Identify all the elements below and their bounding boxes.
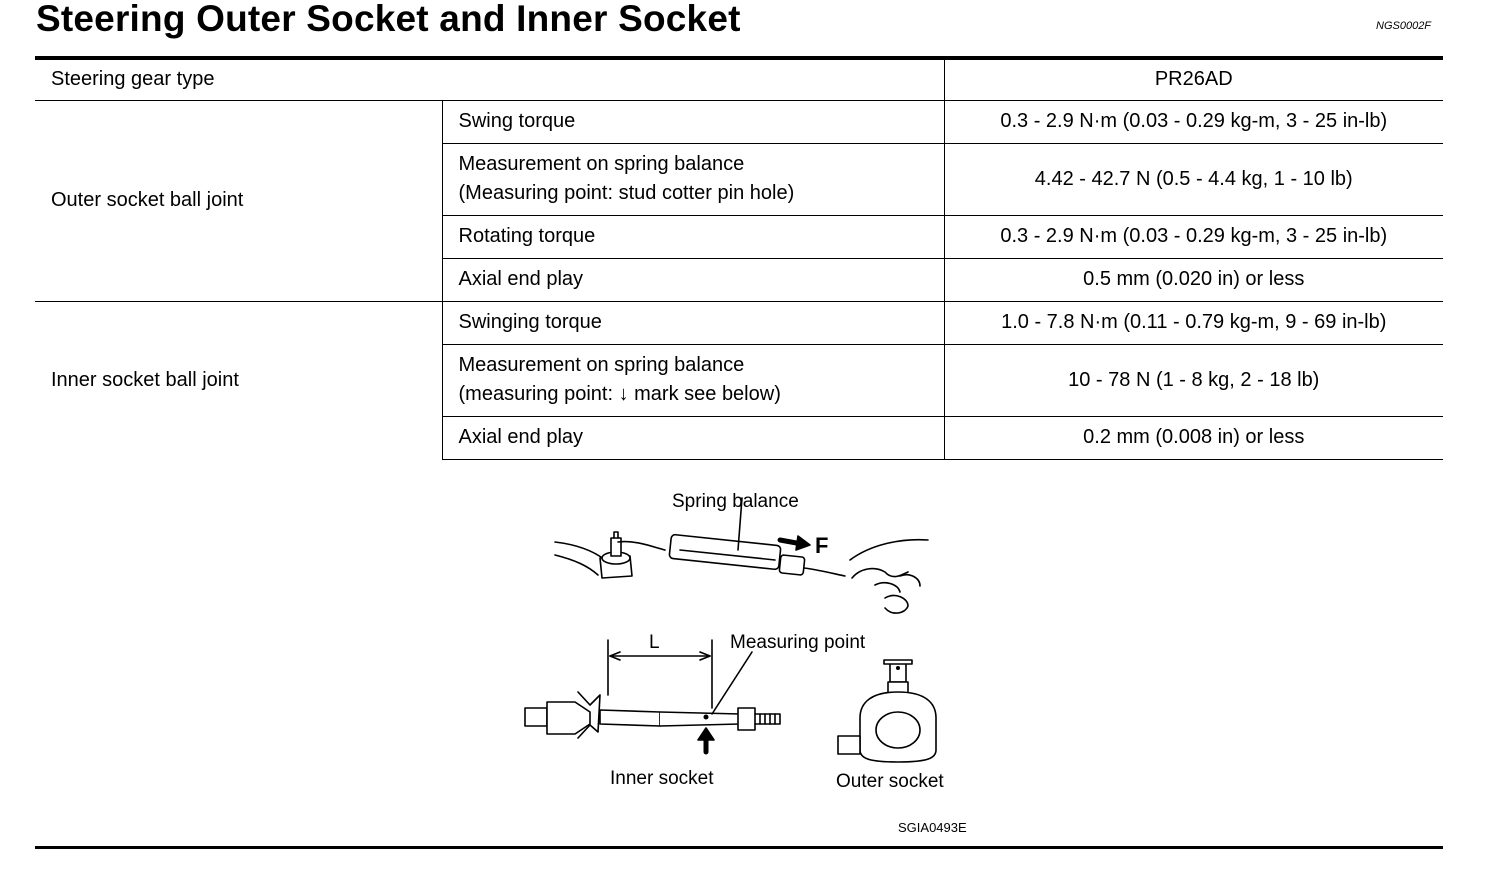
bottom-rule: [35, 846, 1443, 849]
spec-item: Measurement on spring balance (Measuring…: [441, 142, 944, 215]
spec-value: 1.0 - 7.8 N·m (0.11 - 0.79 kg-m, 9 - 69 …: [943, 300, 1443, 344]
table-row: Inner socket ball joint Swinging torque …: [35, 300, 1443, 459]
spec-item-line: Measurement on spring balance: [458, 354, 745, 376]
inner-socket-label: Inner socket ball joint: [35, 300, 442, 459]
spec-value: 0.3 - 2.9 N·m (0.03 - 0.29 kg-m, 3 - 25 …: [943, 214, 1443, 258]
outer-socket-caption: Outer socket: [836, 771, 944, 792]
figure-code: SGIA0493E: [898, 820, 967, 835]
spec-item-line: Measurement on spring balance: [458, 153, 745, 175]
spec-item: Rotating torque: [441, 214, 944, 258]
table-row: Axial end play 0.2 mm (0.008 in) or less: [35, 415, 1443, 460]
spec-value: 4.42 - 42.7 N (0.5 - 4.4 kg, 1 - 10 lb): [943, 142, 1443, 215]
table-row: Outer socket ball joint Swing torque 0.3…: [35, 99, 1443, 301]
inner-socket-caption: Inner socket: [610, 768, 714, 789]
socket-measurement-illustration: [524, 497, 937, 763]
spring-balance-label: Spring balance: [672, 491, 799, 512]
spec-item: Swing torque: [441, 99, 944, 143]
table-row: Axial end play 0.5 mm (0.020 in) or less: [35, 257, 1443, 301]
table-row: Rotating torque 0.3 - 2.9 N·m (0.03 - 0.…: [35, 214, 1443, 258]
spec-item: Axial end play: [441, 257, 944, 301]
spec-value: 0.3 - 2.9 N·m (0.03 - 0.29 kg-m, 3 - 25 …: [943, 99, 1443, 143]
table-row: Measurement on spring balance (measuring…: [35, 343, 1443, 416]
spec-value: 10 - 78 N (1 - 8 kg, 2 - 18 lb): [943, 343, 1443, 416]
spec-value: 0.2 mm (0.008 in) or less: [943, 415, 1443, 460]
spec-item-line: (Measuring point: stud cotter pin hole): [458, 182, 795, 204]
length-label: L: [649, 632, 660, 653]
spec-item: Axial end play: [441, 415, 944, 460]
spec-value: 0.5 mm (0.020 in) or less: [943, 257, 1443, 301]
document-id: NGS0002F: [1376, 20, 1432, 32]
spec-item: Swinging torque: [441, 300, 944, 344]
spec-item: Measurement on spring balance (measuring…: [441, 343, 944, 416]
outer-socket-label: Outer socket ball joint: [35, 99, 442, 301]
table-row: Measurement on spring balance (Measuring…: [35, 142, 1443, 215]
spec-item-line: (measuring point: ↓ mark see below): [458, 383, 781, 405]
table-row: Steering gear type PR26AD: [35, 60, 1443, 100]
page-title: Steering Outer Socket and Inner Socket: [36, 0, 741, 39]
top-rule: [35, 56, 1443, 60]
gear-type-value: PR26AD: [943, 60, 1443, 100]
gear-type-label: Steering gear type: [51, 68, 215, 91]
spec-table: Steering gear type PR26AD Outer socket b…: [35, 60, 1443, 460]
measuring-point-label: Measuring point: [730, 632, 866, 653]
force-label: F: [815, 533, 829, 558]
